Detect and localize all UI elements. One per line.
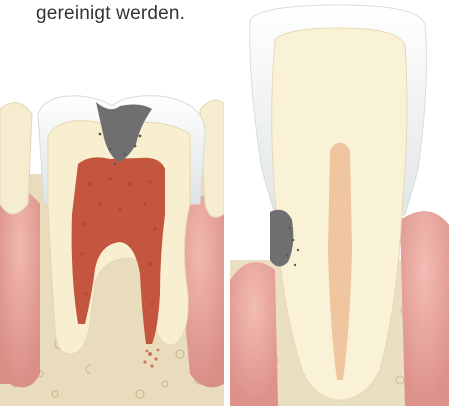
caption-text: gereinigt werden. (36, 3, 185, 25)
gum (400, 211, 449, 406)
root-caries-illustration (230, 0, 449, 406)
gum (0, 188, 40, 387)
infected-tooth-illustration (0, 54, 224, 406)
infected-tooth-svg (0, 54, 224, 406)
gum (230, 262, 278, 406)
neighbor-tooth-left (0, 103, 32, 214)
root-caries-svg (230, 0, 449, 406)
